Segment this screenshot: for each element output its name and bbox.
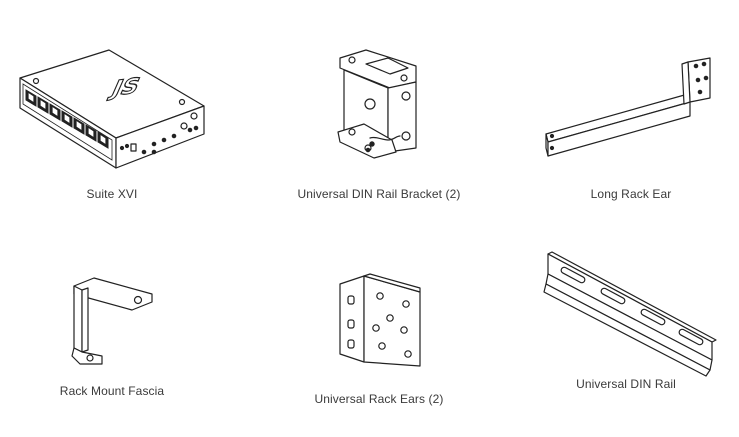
long-rack-ear-illustration [545, 57, 711, 157]
rack-mount-fascia-illustration [71, 277, 153, 365]
caption-din-rail-bracket: Universal DIN Rail Bracket (2) [297, 187, 461, 201]
front-ports [22, 83, 113, 161]
caption-rack-mount-fascia: Rack Mount Fascia [59, 384, 165, 398]
caption-long-rack-ear: Long Rack Ear [590, 187, 672, 201]
din-rail-bracket-illustration [337, 49, 417, 159]
caption-suite-xvi: Suite XVI [86, 187, 138, 201]
suite-xvi-illustration: JS [19, 49, 205, 169]
universal-din-rail-illustration [543, 251, 717, 377]
caption-universal-rack-ears: Universal Rack Ears (2) [314, 392, 444, 406]
universal-rack-ears-illustration [339, 273, 421, 367]
caption-universal-din-rail: Universal DIN Rail [576, 377, 676, 391]
